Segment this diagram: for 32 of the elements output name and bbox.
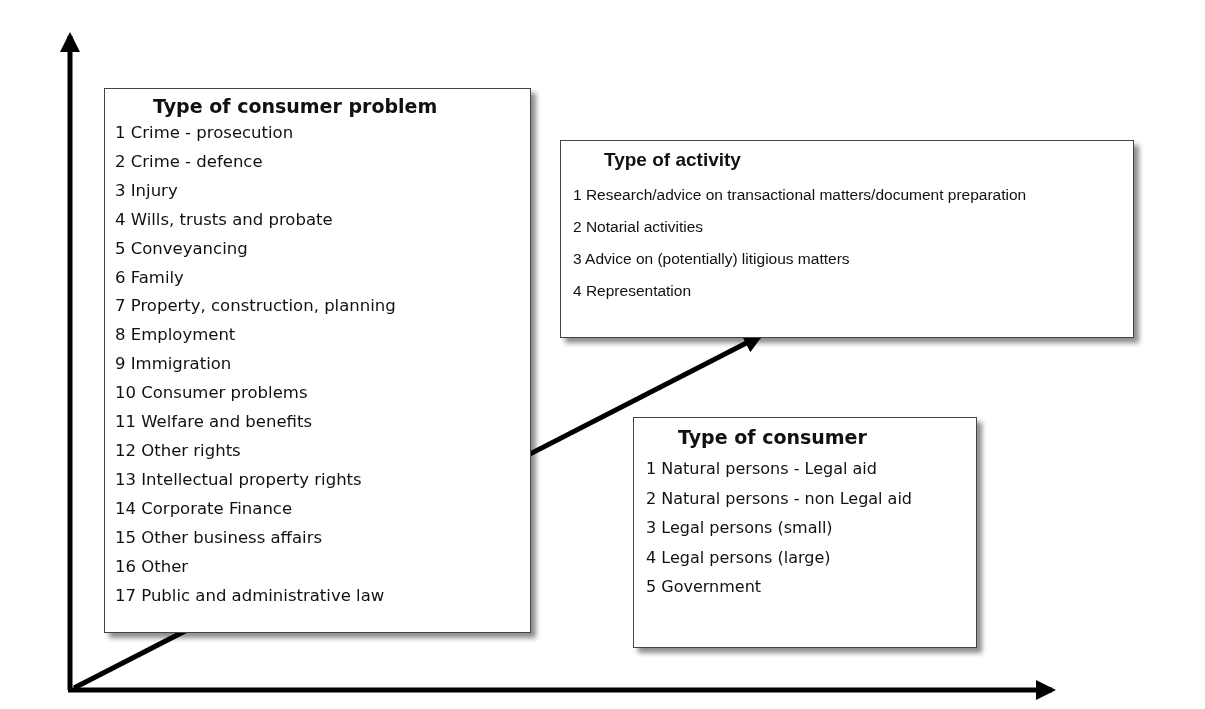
list-item: 3 Legal persons (small) <box>646 517 833 539</box>
list-item: 2 Crime - defence <box>115 150 263 173</box>
box-heading: Type of consumer problem <box>153 95 438 117</box>
list-item: 4 Wills, trusts and probate <box>115 208 333 231</box>
list-item: 4 Representation <box>573 281 692 301</box>
list-item: 13 Intellectual property rights <box>115 468 362 491</box>
list-item: 12 Other rights <box>115 439 241 462</box>
list-item: 5 Conveyancing <box>115 237 248 260</box>
list-item: 8 Employment <box>115 324 236 347</box>
list-item: 3 Injury <box>115 179 178 202</box>
list-item: 6 Family <box>115 266 184 289</box>
list-item: 1 Natural persons - Legal aid <box>646 458 877 480</box>
list-item: 2 Natural persons - non Legal aid <box>646 487 913 510</box>
list-item: 1 Crime - prosecution <box>115 122 294 144</box>
list-item: 16 Other <box>115 555 189 578</box>
list-item: 15 Other business affairs <box>115 526 323 549</box>
list-item: 10 Consumer problems <box>115 382 308 405</box>
category-box <box>633 417 977 648</box>
list-item: 11 Welfare and benefits <box>115 411 313 434</box>
box-heading: Type of consumer <box>678 426 867 448</box>
list-item: 14 Corporate Finance <box>115 497 293 520</box>
list-item: 7 Property, construction, planning <box>115 295 396 318</box>
list-item: 5 Government <box>646 576 762 598</box>
category-box <box>560 140 1134 338</box>
list-item: 2 Notarial activities <box>573 217 704 237</box>
list-item: 1 Research/advice on transactional matters/document preparation <box>573 185 1027 205</box>
list-item: 3 Advice on (potentially) litigious matters <box>573 249 850 269</box>
list-item: 4 Legal persons (large) <box>646 546 831 569</box>
category-box <box>104 88 531 633</box>
list-item: 17 Public and administrative law <box>115 584 385 607</box>
list-item: 9 Immigration <box>115 353 232 376</box>
box-heading: Type of activity <box>604 149 741 171</box>
